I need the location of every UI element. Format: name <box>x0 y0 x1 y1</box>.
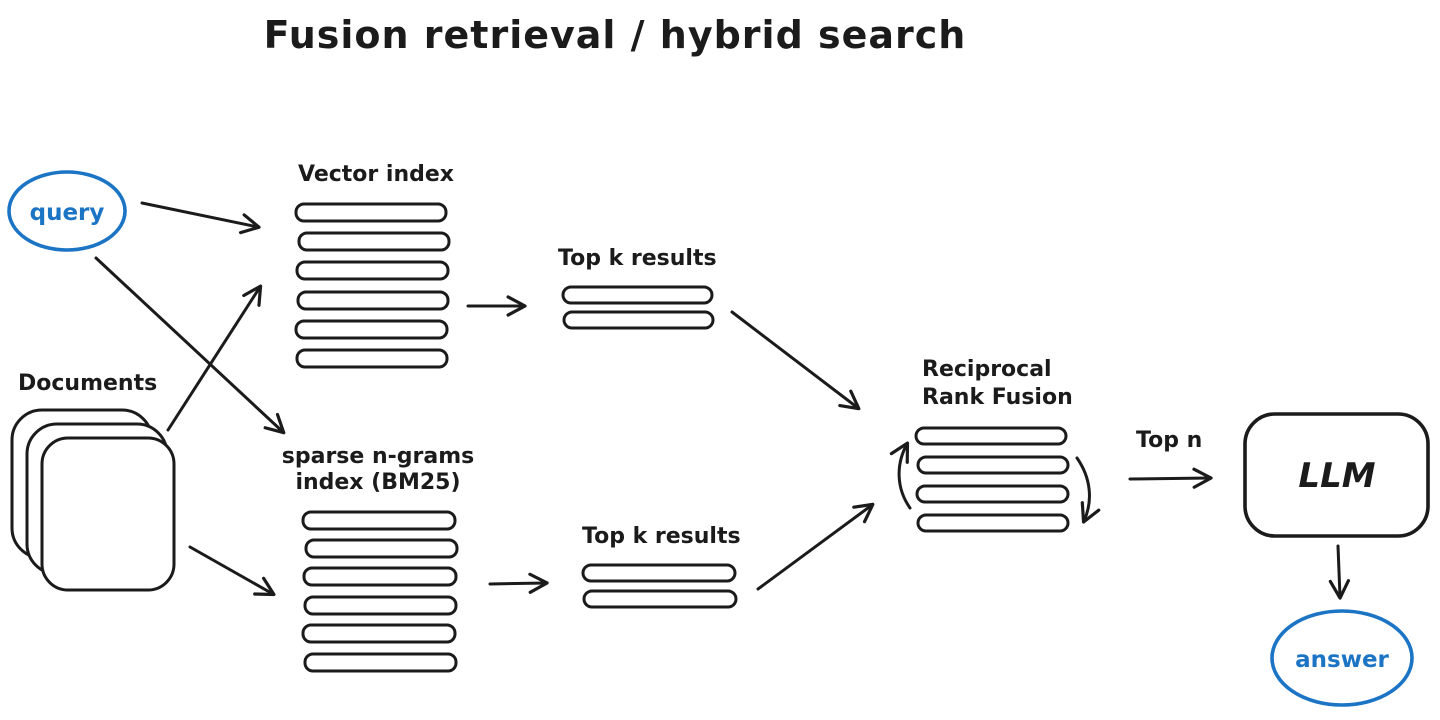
index-row <box>301 623 457 644</box>
llm-label: LLM <box>1298 456 1375 496</box>
rrf-cycle-arrow-right <box>1075 456 1101 524</box>
top-k-sparse-node: Top k results <box>581 524 741 609</box>
llm-box <box>1243 412 1430 538</box>
arrow-top-k-vector-to-rrf <box>730 310 861 411</box>
index-row <box>296 290 450 311</box>
query-label: query <box>30 200 105 226</box>
rrf-label-line1: Reciprocal <box>922 357 1052 382</box>
arrow-sparse-index-to-top-k <box>488 572 549 594</box>
index-row <box>303 595 458 616</box>
top-k-vector-label: Top k results <box>558 246 717 271</box>
rrf-row <box>915 484 1070 504</box>
arrow-top-k-sparse-to-rrf <box>756 502 875 591</box>
index-row <box>301 510 457 531</box>
rrf-cycle-arrow-left <box>889 441 912 510</box>
index-row <box>295 260 450 281</box>
index-row <box>294 202 448 223</box>
top-k-sparse-label: Top k results <box>582 524 741 549</box>
arrow-documents-to-vector-index <box>166 284 263 432</box>
arrow-llm-to-answer <box>1328 544 1350 600</box>
rrf-row <box>916 455 1070 475</box>
answer-node: answer <box>1270 609 1414 707</box>
result-row <box>561 285 714 305</box>
result-row <box>562 310 715 330</box>
arrow-query-to-sparse-index <box>94 256 286 435</box>
sparse-index-label-line2: index (BM25) <box>295 470 460 495</box>
index-row <box>294 319 449 340</box>
top-k-vector-node: Top k results <box>558 246 717 330</box>
rrf-row <box>916 513 1070 533</box>
sparse-index-label-line1: sparse n-grams <box>282 444 474 469</box>
index-row <box>304 538 459 559</box>
document-sheet <box>40 436 176 592</box>
vector-index-node: Vector index <box>294 162 454 369</box>
arrow-documents-to-sparse-index <box>188 545 276 597</box>
rrf-node: Reciprocal Rank Fusion <box>889 357 1101 533</box>
index-row <box>295 348 449 369</box>
rrf-row <box>914 426 1068 446</box>
documents-node: Documents <box>10 371 176 592</box>
index-row <box>302 566 458 587</box>
rrf-label-line2: Rank Fusion <box>922 385 1073 410</box>
top-n-label: Top n <box>1136 428 1202 453</box>
result-row <box>581 563 737 583</box>
arrow-rrf-to-llm <box>1128 467 1213 489</box>
query-node: query <box>7 170 127 252</box>
documents-label: Documents <box>18 371 157 396</box>
diagram-title: Fusion retrieval / hybrid search <box>264 13 967 57</box>
query-ellipse <box>7 170 127 252</box>
vector-index-label: Vector index <box>298 162 454 187</box>
llm-node: LLM <box>1243 412 1430 538</box>
arrow-query-to-vector-index <box>140 201 261 235</box>
index-row <box>297 231 451 252</box>
index-row <box>303 652 458 673</box>
answer-ellipse <box>1270 609 1414 707</box>
answer-label: answer <box>1295 647 1389 673</box>
result-row <box>582 589 738 609</box>
sparse-index-node: sparse n-grams index (BM25) <box>282 444 474 673</box>
